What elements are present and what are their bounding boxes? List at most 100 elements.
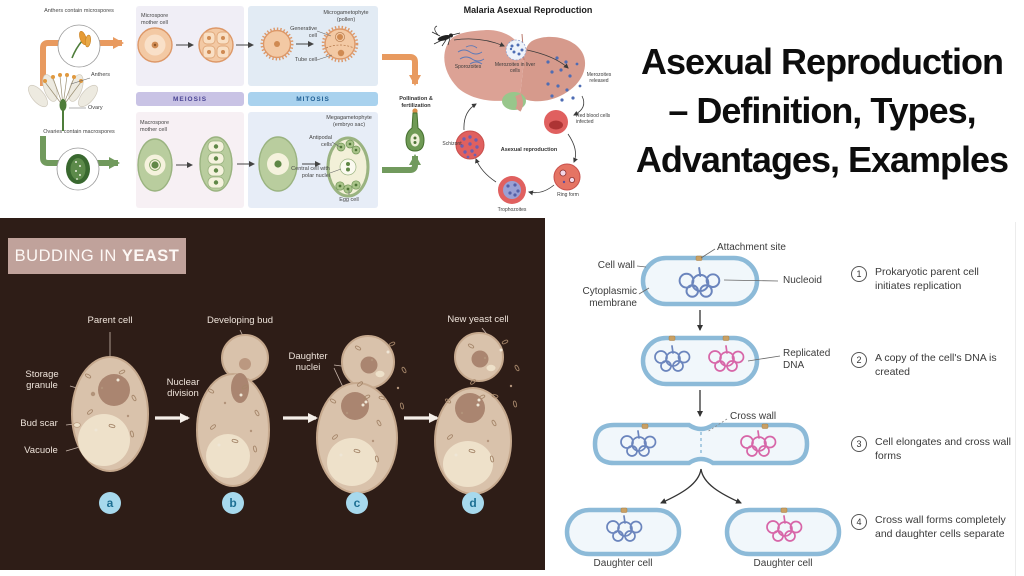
label-attachment-site: Attachment site: [717, 242, 786, 253]
plant-gametogenesis-section: MEIOSIS MITOSIS: [0, 0, 433, 218]
ovary-to-cells-arrow: [40, 136, 120, 169]
label-rbc-infected: Red blood cells infected: [576, 113, 611, 126]
label-daughter-cell-right: Daughter cell: [753, 558, 813, 569]
pollen-to-pistil-arrow: [382, 54, 421, 86]
fission-step-2: 2 A copy of the cell's DNA is created: [851, 352, 1016, 379]
panel-edge-divider: [1015, 222, 1016, 576]
label-generative-cell: Generative cell: [290, 26, 317, 39]
fission-step-4: 4 Cross wall forms completely and daught…: [851, 514, 1016, 541]
pistil-illustration: [405, 108, 425, 152]
yeast-budding-cell: [196, 334, 270, 487]
meiosis-label: MEIOSIS: [172, 95, 208, 103]
mosquito-icon: [431, 25, 461, 47]
label-replicated-dna: Replicated DNA: [783, 348, 831, 371]
ring-form-illustration: [553, 163, 581, 191]
fork-arrow-right: [700, 468, 742, 504]
label-ovary: Ovary: [88, 105, 103, 111]
plant-diagram-graphics: [28, 24, 425, 198]
merozoites-released-illustration: [546, 56, 582, 102]
microspore-mother-cell: [137, 27, 173, 63]
stage-badge-b: b: [222, 492, 244, 514]
mitosis-banner: MITOSIS: [248, 92, 378, 106]
label-ovaries-contain: Ovaries contain macrospores: [43, 129, 115, 135]
rbc-infected-illustration: [544, 110, 568, 134]
page-title-line3: Advantages, Examples: [635, 138, 1009, 180]
binary-fission-section: .dna{fill:none;stroke-width:1.7;stroke-l…: [545, 222, 1024, 576]
sporozoites-illustration: [457, 45, 485, 65]
label-merozoites-released: Merozoites released: [586, 72, 612, 85]
stage-badge-d: d: [462, 492, 484, 514]
label-pollination: Pollination & fertilization: [399, 96, 433, 109]
label-microspore-mother: Microspore mother cell: [141, 13, 169, 26]
rbc-to-ring-arrow: [567, 133, 578, 163]
label-sporozoites: Sporozoites: [454, 64, 482, 70]
malaria-title: Malaria Asexual Reproduction: [463, 5, 593, 15]
schizont-illustration: [455, 130, 485, 160]
ovary-circle-illustration: [56, 147, 100, 191]
flower-illustration: [28, 73, 98, 131]
label-microgametophyte: Microgametophyte (pollen): [323, 10, 369, 23]
malaria-diagram-graphics: [431, 25, 586, 204]
label-trophozoites: Trophozoites: [497, 207, 527, 213]
yeast-heading-banner: BUDDING IN YEAST: [8, 238, 186, 274]
label-asexual-reproduction: Asexual reproduction: [500, 147, 558, 153]
step-3-text: Cell elongates and cross wall forms: [875, 436, 1011, 462]
yeast-parent-cell: [71, 356, 149, 472]
trophozoites-illustration: [498, 176, 526, 204]
page-title-line1: Asexual Reproduction: [640, 41, 1004, 82]
fission-step-1: 1 Prokaryotic parent cell initiates repl…: [851, 266, 1016, 293]
yeast-diagram-graphics: [65, 327, 521, 495]
label-vacuole: Vacuole: [24, 445, 58, 456]
label-schizont: Schizont: [442, 141, 462, 147]
label-macrospore-mother: Macrospore mother cell: [140, 120, 170, 133]
liver-to-release-arrow: [526, 49, 569, 69]
stage-badge-a: a: [99, 492, 121, 514]
release-to-rbc-arrow: [573, 95, 585, 116]
label-daughter-cell-left: Daughter cell: [593, 558, 653, 569]
step-4-text: Cross wall forms completely and daughter…: [875, 514, 1006, 540]
label-parent-cell: Parent cell: [87, 315, 133, 326]
step-1-number: 1: [851, 266, 867, 282]
troph-to-schizont-arrow: [475, 158, 497, 183]
step-2-number: 2: [851, 352, 867, 368]
macrospore-tetrad-cell: [199, 136, 233, 192]
merozoites-in-liver-illustration: [505, 39, 527, 61]
yeast-daughter-nuclei-cell: [316, 335, 408, 494]
label-anthers-contain: Anthers contain microspores: [44, 8, 114, 14]
label-nucleoid: Nucleoid: [783, 275, 822, 286]
step-2-text: A copy of the cell's DNA is created: [875, 352, 997, 378]
label-ring-form: Ring form: [557, 192, 579, 198]
ring-to-troph-arrow: [528, 184, 555, 196]
label-megagametophyte: Megagametophyte (embryo sac): [326, 115, 372, 128]
yeast-separated-cells: [434, 332, 521, 495]
label-bud-scar: Bud scar: [20, 418, 58, 429]
label-cell-wall: Cell wall: [597, 260, 635, 271]
label-storage-granule: Storage granule: [25, 369, 59, 391]
step-4-number: 4: [851, 514, 867, 530]
schizont-release-arrow: [463, 103, 477, 131]
yeast-section: BUDDING IN YEAST: [0, 218, 545, 570]
stage-badge-c: c: [346, 492, 368, 514]
mosquito-to-liver-arrow: [453, 38, 505, 47]
parent-cell-capsule: [640, 255, 760, 307]
attachment-site-dot: [695, 255, 703, 261]
macrospore-mother-cell: [137, 138, 173, 192]
yeast-heading-bold: YEAST: [121, 246, 180, 265]
label-nuclear-division: Nuclear division: [166, 377, 200, 399]
microgametophyte-pollen-cell: [316, 25, 359, 63]
label-tube-cell: Tube cell: [294, 57, 317, 63]
step-3-number: 3: [851, 436, 867, 452]
label-central-cell: Central cell with polar nuclei: [291, 166, 330, 179]
label-anthers: Anthers: [91, 72, 110, 78]
megagametophyte-embryo-sac-cell: [326, 136, 370, 198]
microspore-tetrad-cell: [198, 27, 234, 63]
daughter-cell-right-capsule: [724, 507, 842, 557]
microspore-cell: [260, 27, 294, 61]
anther-circle-illustration: [57, 24, 101, 68]
label-cross-wall: Cross wall: [730, 411, 777, 422]
label-daughter-nuclei: Daughter nuclei: [288, 351, 328, 373]
daughter-cell-left-capsule: [564, 507, 682, 557]
page-title-line2: – Definition, Types,: [668, 89, 976, 131]
label-cytoplasmic-membrane: Cytoplasmic membrane: [582, 286, 637, 309]
malaria-section: Malaria Asexual Reproduction Sporozoites…: [430, 0, 625, 218]
